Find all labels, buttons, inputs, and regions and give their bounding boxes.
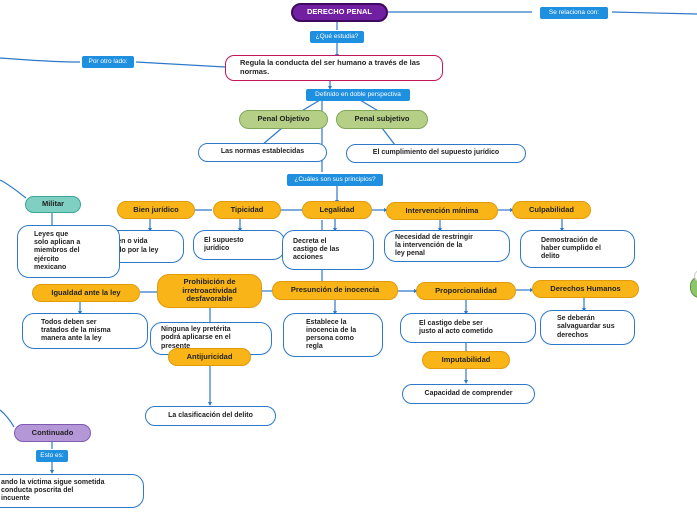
penal-subjetivo-node[interactable]: Penal subjetivo [336, 110, 428, 129]
connector-principios: ¿Cuáles son sus principios? [287, 174, 383, 186]
principle-proporcionalidad[interactable]: Proporcionalidad [416, 282, 516, 300]
principle-imputabilidad[interactable]: Imputabilidad [422, 351, 510, 369]
tipicidad-desc: El supuesto jurídico [193, 230, 285, 260]
principle-intervencion[interactable]: Intervención mínima [386, 202, 498, 220]
connector-esto-es: Esto es: [36, 450, 68, 462]
principle-bien-juridico[interactable]: Bien jurídico [117, 201, 195, 219]
igualdad-desc: Todos deben ser tratados de la misma man… [22, 313, 148, 349]
derechos-humanos-desc: Se deberán salvaguardar sus derechos [540, 310, 635, 345]
principle-prohibicion[interactable]: Prohibición de irretroactividad desfavor… [157, 274, 262, 308]
connector-que-estudia: ¿Qué estudia? [310, 31, 364, 43]
principle-presuncion[interactable]: Presunción de inocencia [272, 281, 398, 300]
penal-objetivo-desc: Las normas establecidas [198, 143, 327, 162]
culpabilidad-desc: Demostración de haber cumplido el delito [520, 230, 635, 268]
penal-objetivo-node[interactable]: Penal Objetivo [239, 110, 328, 129]
proporcionalidad-desc: El castigo debe ser justo al acto cometi… [400, 313, 536, 343]
continuado-desc: ando la víctima sigue sometida conducta … [0, 474, 144, 508]
legalidad-desc: Decreta el castigo de las acciones [282, 230, 374, 270]
antijuricidad-desc: La clasificación del delito [145, 406, 276, 426]
principle-derechos-humanos[interactable]: Derechos Humanos [532, 280, 639, 298]
continuado-node[interactable]: Continuado [14, 424, 91, 442]
principle-igualdad[interactable]: Igualdad ante la ley [32, 284, 140, 302]
connector-por-otro-lado: Por otro lado: [82, 56, 134, 68]
penal-subjetivo-desc: El cumplimiento del supuesto jurídico [346, 144, 526, 163]
militar-desc: Leyes que solo aplican a miembros del ej… [17, 225, 120, 278]
connector-relaciona: Se relaciona con: [540, 7, 608, 19]
principle-antijuricidad[interactable]: Antijuricidad [168, 348, 251, 366]
militar-node[interactable]: Militar [25, 196, 81, 213]
imputabilidad-desc: Capacidad de comprender [402, 384, 535, 404]
root-node[interactable]: DERECHO PENAL [291, 3, 388, 22]
principle-legalidad[interactable]: Legalidad [302, 201, 372, 219]
principle-culpabilidad[interactable]: Culpabilidad [512, 201, 591, 219]
connector-definido: Definido en doble perspectiva [306, 89, 410, 101]
intervencion-desc: Necesidad de restringir la intervención … [384, 230, 510, 262]
presuncion-desc: Establece la inocencia de la persona com… [283, 313, 383, 357]
principle-tipicidad[interactable]: Tipicidad [213, 201, 281, 219]
definition-box[interactable]: Regula la conducta del ser humano a trav… [225, 55, 443, 81]
